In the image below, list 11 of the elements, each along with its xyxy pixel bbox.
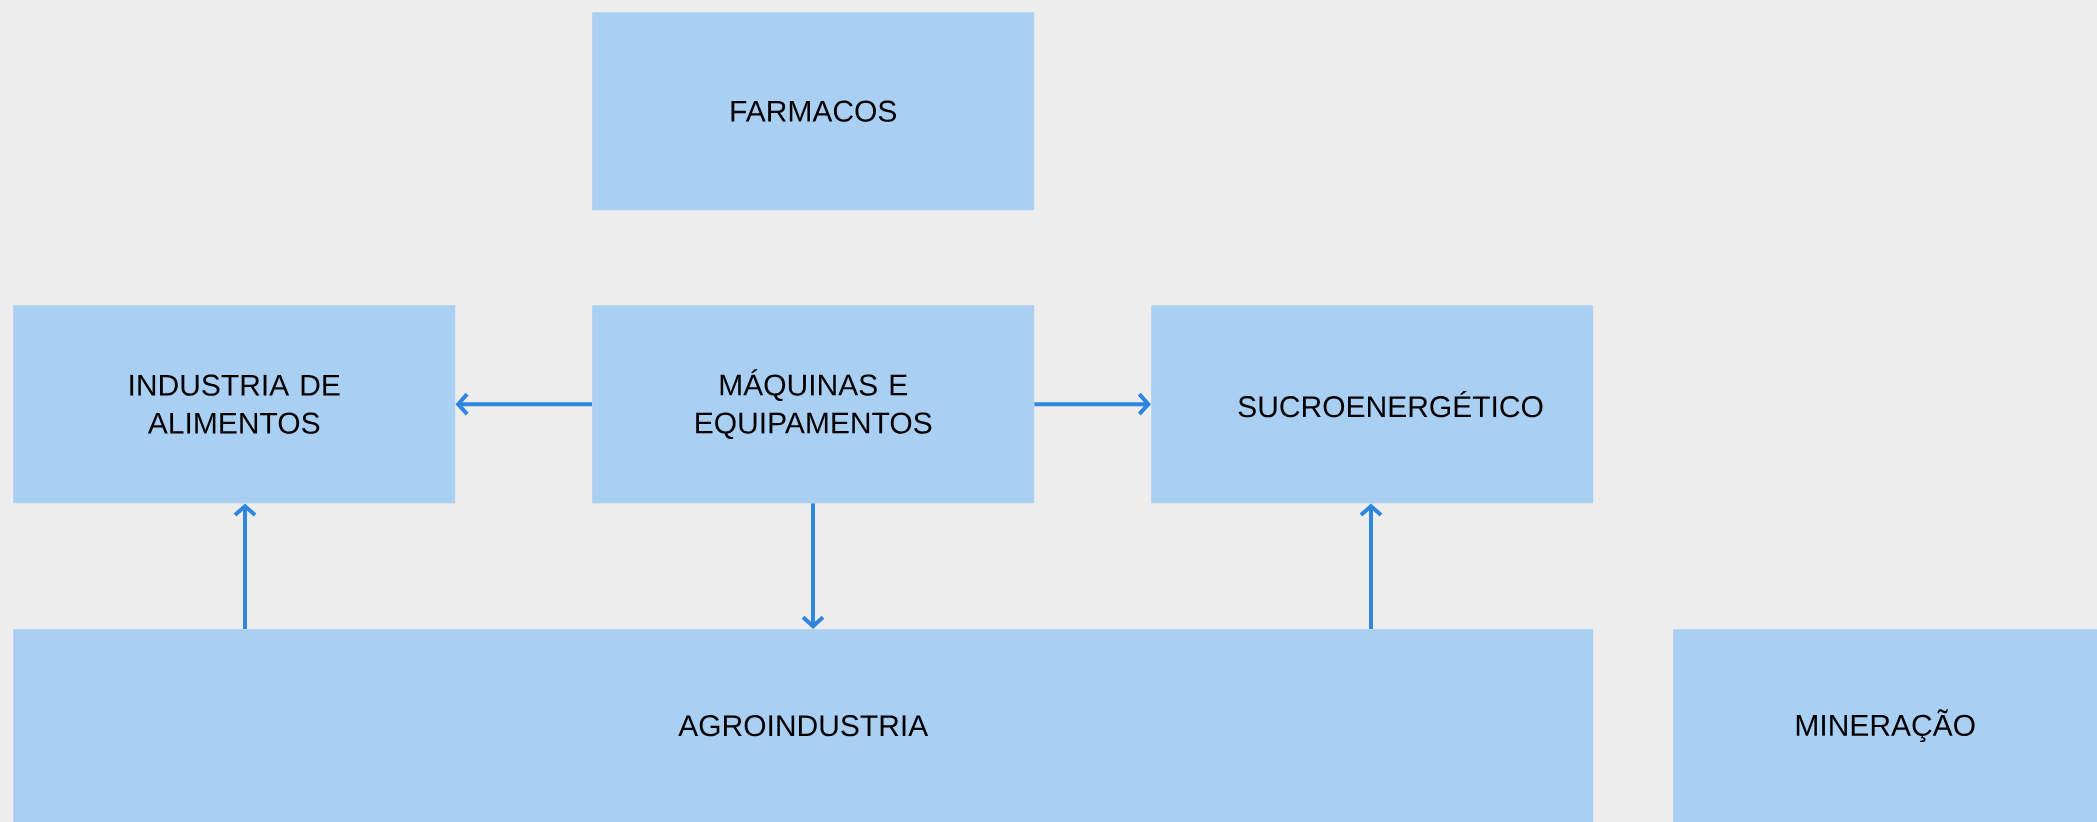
sector-box: SUCROENERGÉTICO [1151,305,1594,504]
arrow [455,392,592,416]
arrow [1359,503,1383,629]
sector-box: AGROINDUSTRIA [13,629,1594,822]
arrow [233,503,257,629]
arrow [1034,392,1151,416]
sector-box: FARMACOS [592,12,1035,211]
sector-box: MINERAÇÃO [1673,629,2097,822]
sector-box: MÁQUINAS E EQUIPAMENTOS [592,305,1035,504]
sector-box: INDUSTRIA DE ALIMENTOS [13,305,456,504]
arrow [801,503,825,629]
